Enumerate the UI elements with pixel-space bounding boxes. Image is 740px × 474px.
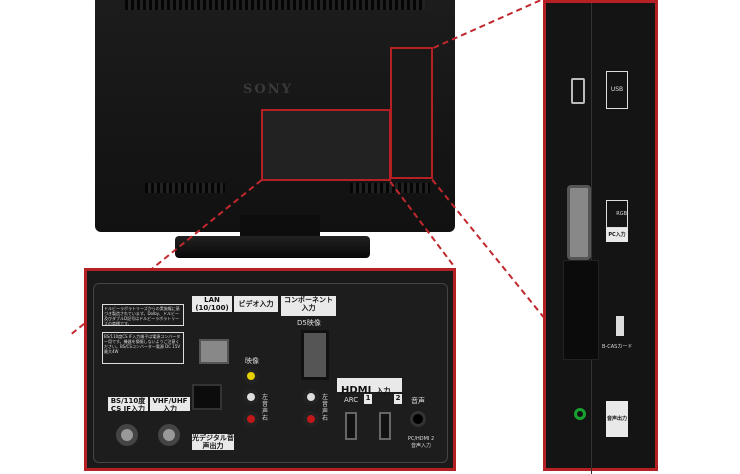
hdmi-input-label: 入力 bbox=[376, 387, 391, 395]
optical-label: 光デジタル音声出力 bbox=[192, 434, 234, 450]
pc-input-label: PC入力 bbox=[606, 228, 628, 242]
side-terminal-highlight[interactable] bbox=[390, 47, 433, 179]
side-terminal-closeup: USB RGB PC入力 B-CASカード 音声出力 bbox=[543, 0, 658, 474]
rear-terminal-closeup: ドルビーラボラトリーズからの実施権に基づき製造されています。Dolby、ドルビー… bbox=[84, 268, 456, 471]
brand-logo: SONY bbox=[243, 82, 293, 97]
hdmi1-port[interactable] bbox=[345, 412, 357, 440]
d5-label: D5映像 bbox=[297, 319, 321, 327]
vhf-uhf-label: VHF/UHF入力 bbox=[150, 397, 190, 413]
terminal-panel: ドルビーラボラトリーズからの実施権に基づき製造されています。Dolby、ドルビー… bbox=[93, 283, 448, 463]
rear-terminal-highlight[interactable] bbox=[261, 109, 391, 181]
bcas-label: B-CASカード bbox=[602, 344, 633, 350]
audio-label: 音声 bbox=[411, 397, 425, 405]
pc-hdmi-audio-label: PC/HDMI 2 音声入力 bbox=[407, 436, 435, 449]
component-input-label: コンポーネント入力 bbox=[281, 296, 336, 316]
arc-label: ARC bbox=[344, 396, 359, 404]
headphone-label: 音声出力 bbox=[606, 401, 628, 437]
audio-lr-label: 左 音声 右 bbox=[262, 394, 269, 422]
component-audio-lr-label: 左 音声 右 bbox=[322, 394, 329, 422]
component-audio-left-jack[interactable] bbox=[303, 389, 319, 405]
video-jack[interactable] bbox=[243, 368, 259, 384]
bottom-vent-left bbox=[145, 183, 225, 193]
usb-icon: USB bbox=[606, 71, 628, 109]
pc-audio-jack[interactable] bbox=[410, 411, 426, 427]
bcas-card-slot[interactable] bbox=[563, 260, 599, 360]
stand-base bbox=[175, 236, 370, 258]
lan-label: LAN (10/100) bbox=[192, 296, 232, 312]
bs-cs-label: BS/110度CS IF入力 bbox=[108, 397, 148, 413]
stand-neck bbox=[240, 215, 320, 240]
hdmi2-number: 2 bbox=[394, 394, 402, 404]
audio-left-jack[interactable] bbox=[243, 389, 259, 405]
vhf-uhf-antenna-jack[interactable] bbox=[158, 424, 180, 446]
bottom-vent-right bbox=[350, 183, 430, 193]
power-note: BS/110度CS IF入力端子は電源コンバーター用です。機器を損傷しないようご… bbox=[102, 332, 184, 364]
headphone-jack[interactable] bbox=[574, 408, 586, 420]
hdmi1-number: 1 bbox=[364, 394, 372, 404]
vga-port[interactable] bbox=[567, 185, 591, 260]
d5-port[interactable] bbox=[301, 330, 329, 380]
dolby-note: ドルビーラボラトリーズからの実施権に基づき製造されています。Dolby、ドルビー… bbox=[102, 304, 184, 326]
video-input-label: ビデオ入力 bbox=[234, 296, 278, 312]
component-audio-right-jack[interactable] bbox=[303, 411, 319, 427]
hdmi2-port[interactable] bbox=[379, 412, 391, 440]
top-vent bbox=[125, 0, 425, 10]
optical-output-port[interactable] bbox=[192, 384, 222, 410]
rgb-icon: RGB bbox=[606, 200, 628, 228]
video-label: 映像 bbox=[245, 357, 259, 365]
hdmi-logo: HDMI bbox=[341, 385, 372, 396]
usb-port[interactable] bbox=[571, 78, 585, 104]
bcas-card-icon bbox=[616, 316, 624, 336]
bs-cs-antenna-jack[interactable] bbox=[116, 424, 138, 446]
hdmi-header: HDMI 入力 bbox=[337, 378, 402, 396]
audio-right-jack[interactable] bbox=[243, 411, 259, 427]
lan-port[interactable] bbox=[199, 339, 229, 364]
